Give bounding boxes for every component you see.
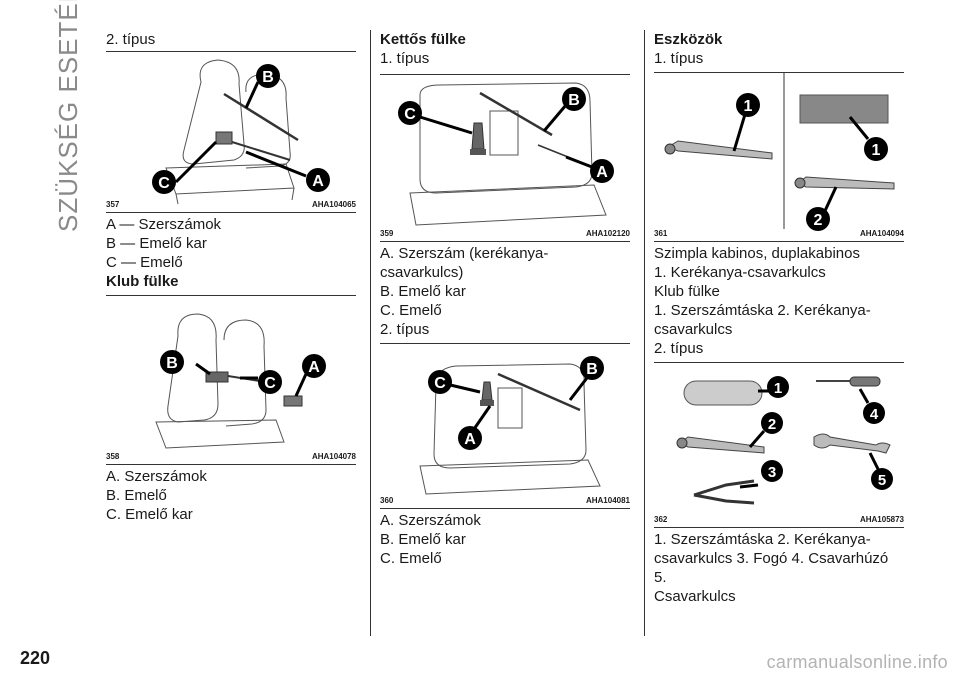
- figure-code: AHA105873: [859, 515, 904, 524]
- type-label: 2. típus: [654, 340, 704, 357]
- callout-c: C: [158, 175, 170, 192]
- legend-item: B. Emelő kar: [380, 283, 466, 300]
- legend-item: A. Szerszámok: [106, 468, 207, 485]
- callout-1: 1: [744, 98, 753, 115]
- callout-1: 1: [774, 380, 782, 397]
- text-line: 1. Szerszámtáska 2. Kerékanya-: [654, 531, 871, 548]
- tools-illustration: 1 2 3 4 5: [676, 376, 893, 505]
- figure-358: B C A 358 AHA104078: [106, 295, 356, 465]
- callout-c: C: [264, 375, 276, 392]
- watermark-text: carmanualsonline.info: [766, 652, 948, 672]
- rear-seat-jack-illustration: C B A: [398, 82, 614, 226]
- column-divider: [644, 30, 645, 636]
- type-label: 1. típus: [654, 50, 704, 67]
- figure-number: 361: [654, 229, 668, 238]
- column-3: Eszközök 1. típus 1 1 2 361 AHA104094 Szi…: [654, 30, 904, 606]
- callout-c: C: [434, 375, 446, 392]
- column-1: 2. típus B C A 357 AHA104065 A — Szerszám…: [106, 30, 356, 524]
- callout-b: B: [262, 69, 274, 86]
- callout-b: B: [166, 355, 178, 372]
- text-line: 1. Szerszámtáska 2. Kerékanya-: [654, 302, 871, 319]
- callout-a: A: [596, 164, 608, 181]
- legend-item: A. Szerszám (kerékanya-csavarkulcs): [380, 245, 549, 281]
- legend-item: B. Emelő: [106, 487, 167, 504]
- legend-item: C. Emelő: [380, 302, 442, 319]
- callout-b: B: [568, 92, 580, 109]
- legend-item: A — Szerszámok: [106, 216, 222, 233]
- side-section-title: SZÜKSÉG ESETÉN: [53, 0, 83, 232]
- figure-code: AHA102120: [585, 229, 630, 238]
- legend-item: C. Emelő: [380, 550, 442, 567]
- figure-number: 358: [106, 452, 120, 461]
- text-line: csavarkulcs: [654, 321, 733, 338]
- type-label: 2. típus: [106, 31, 156, 48]
- column-2: Kettős fülke 1. típus C B A 359 AHA102120…: [380, 30, 630, 568]
- figure-code: AHA104081: [585, 496, 630, 505]
- type-label: 1. típus: [380, 50, 430, 67]
- seat-jack-illustration: B C A: [152, 59, 330, 205]
- column-divider: [370, 30, 371, 636]
- callout-3: 3: [768, 464, 776, 481]
- text-line: 1. Kerékanya-csavarkulcs: [654, 264, 826, 281]
- text-line: Szimpla kabinos, duplakabinos: [654, 245, 860, 262]
- figure-number: 362: [654, 515, 668, 524]
- callout-b: B: [586, 361, 598, 378]
- legend-item: B. Emelő kar: [380, 531, 466, 548]
- legend-item: C. Emelő kar: [106, 506, 193, 523]
- figure-code: AHA104094: [859, 229, 904, 238]
- figure-number: 357: [106, 200, 120, 209]
- callout-2: 2: [814, 212, 823, 229]
- seat-jack-illustration: B C A: [155, 313, 326, 449]
- legend-item: B — Emelő kar: [106, 235, 207, 252]
- page-number: 220: [20, 648, 51, 668]
- figure-359: C B A 359 AHA102120: [380, 74, 630, 242]
- text-line: Klub fülke: [654, 283, 720, 300]
- text-line: csavarkulcs 3. Fogó 4. Csavarhúzó 5.: [654, 550, 889, 586]
- callout-a: A: [464, 431, 476, 448]
- callout-a: A: [312, 173, 324, 190]
- legend-item: A. Szerszámok: [380, 512, 481, 529]
- callout-5: 5: [878, 472, 886, 489]
- callout-1: 1: [872, 142, 881, 159]
- figure-code: AHA104078: [311, 452, 356, 461]
- figure-357: B C A 357 AHA104065: [106, 51, 356, 213]
- tools-illustration: 1 1 2: [664, 73, 895, 231]
- figure-code: AHA104065: [311, 200, 356, 209]
- legend-item: C — Emelő: [106, 254, 183, 271]
- figure-number: 359: [380, 229, 394, 238]
- callout-4: 4: [870, 406, 879, 423]
- section-heading: Eszközök: [654, 31, 723, 48]
- rear-seat-jack-illustration: C B A: [419, 356, 604, 495]
- section-heading: Kettős fülke: [380, 31, 466, 48]
- figure-number: 360: [380, 496, 394, 505]
- figure-361: 1 1 2 361 AHA104094: [654, 72, 904, 242]
- callout-a: A: [308, 359, 320, 376]
- section-heading: Klub fülke: [106, 273, 179, 290]
- text-line: Csavarkulcs: [654, 588, 736, 605]
- callout-c: C: [404, 106, 416, 123]
- figure-362: 1 2 3 4 5 362 AHA105873: [654, 362, 904, 528]
- callout-2: 2: [768, 416, 776, 433]
- figure-360: C B A 360 AHA104081: [380, 343, 630, 509]
- type-label: 2. típus: [380, 321, 430, 338]
